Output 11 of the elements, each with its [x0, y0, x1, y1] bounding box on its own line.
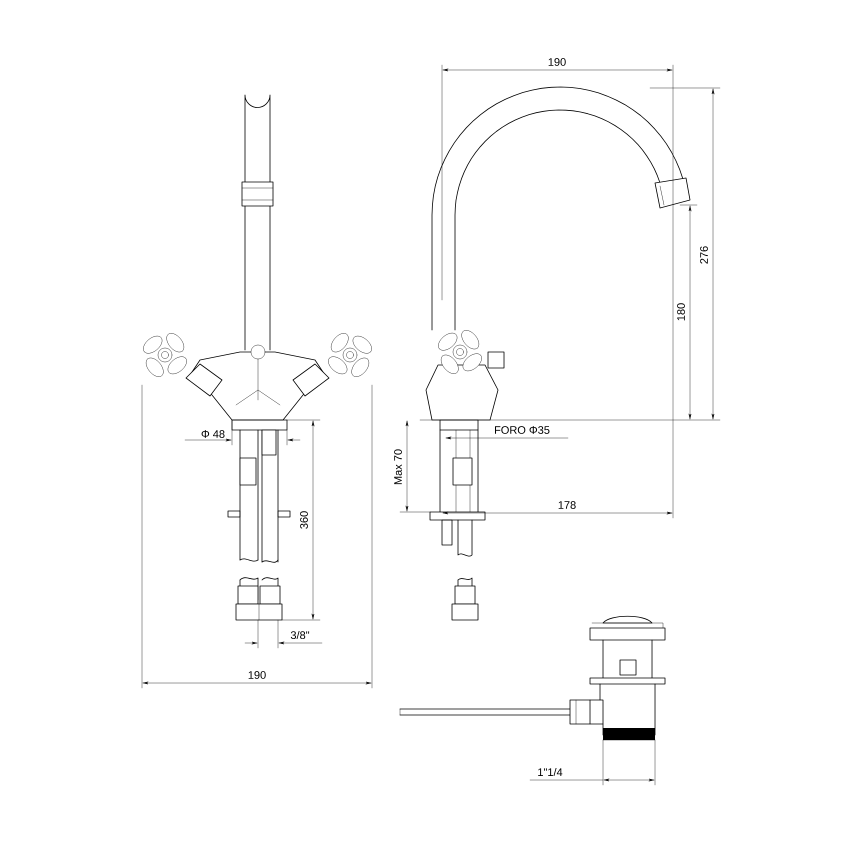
- dimension-label: FORO Φ35: [495, 426, 550, 434]
- dimension-label: 190: [548, 58, 566, 66]
- dimension-label: 276: [700, 246, 708, 264]
- dimension-label: Φ 48: [202, 430, 225, 438]
- dimension-label: 180: [677, 303, 685, 320]
- dimension-label: Max 70: [394, 449, 402, 484]
- dimension-label: 1"1/4: [538, 768, 562, 776]
- dimension-label: 360: [300, 511, 308, 529]
- dimension-label: 3/8": [290, 630, 310, 640]
- dimension-label: 178: [558, 501, 576, 509]
- dimension-label: 190: [248, 671, 266, 679]
